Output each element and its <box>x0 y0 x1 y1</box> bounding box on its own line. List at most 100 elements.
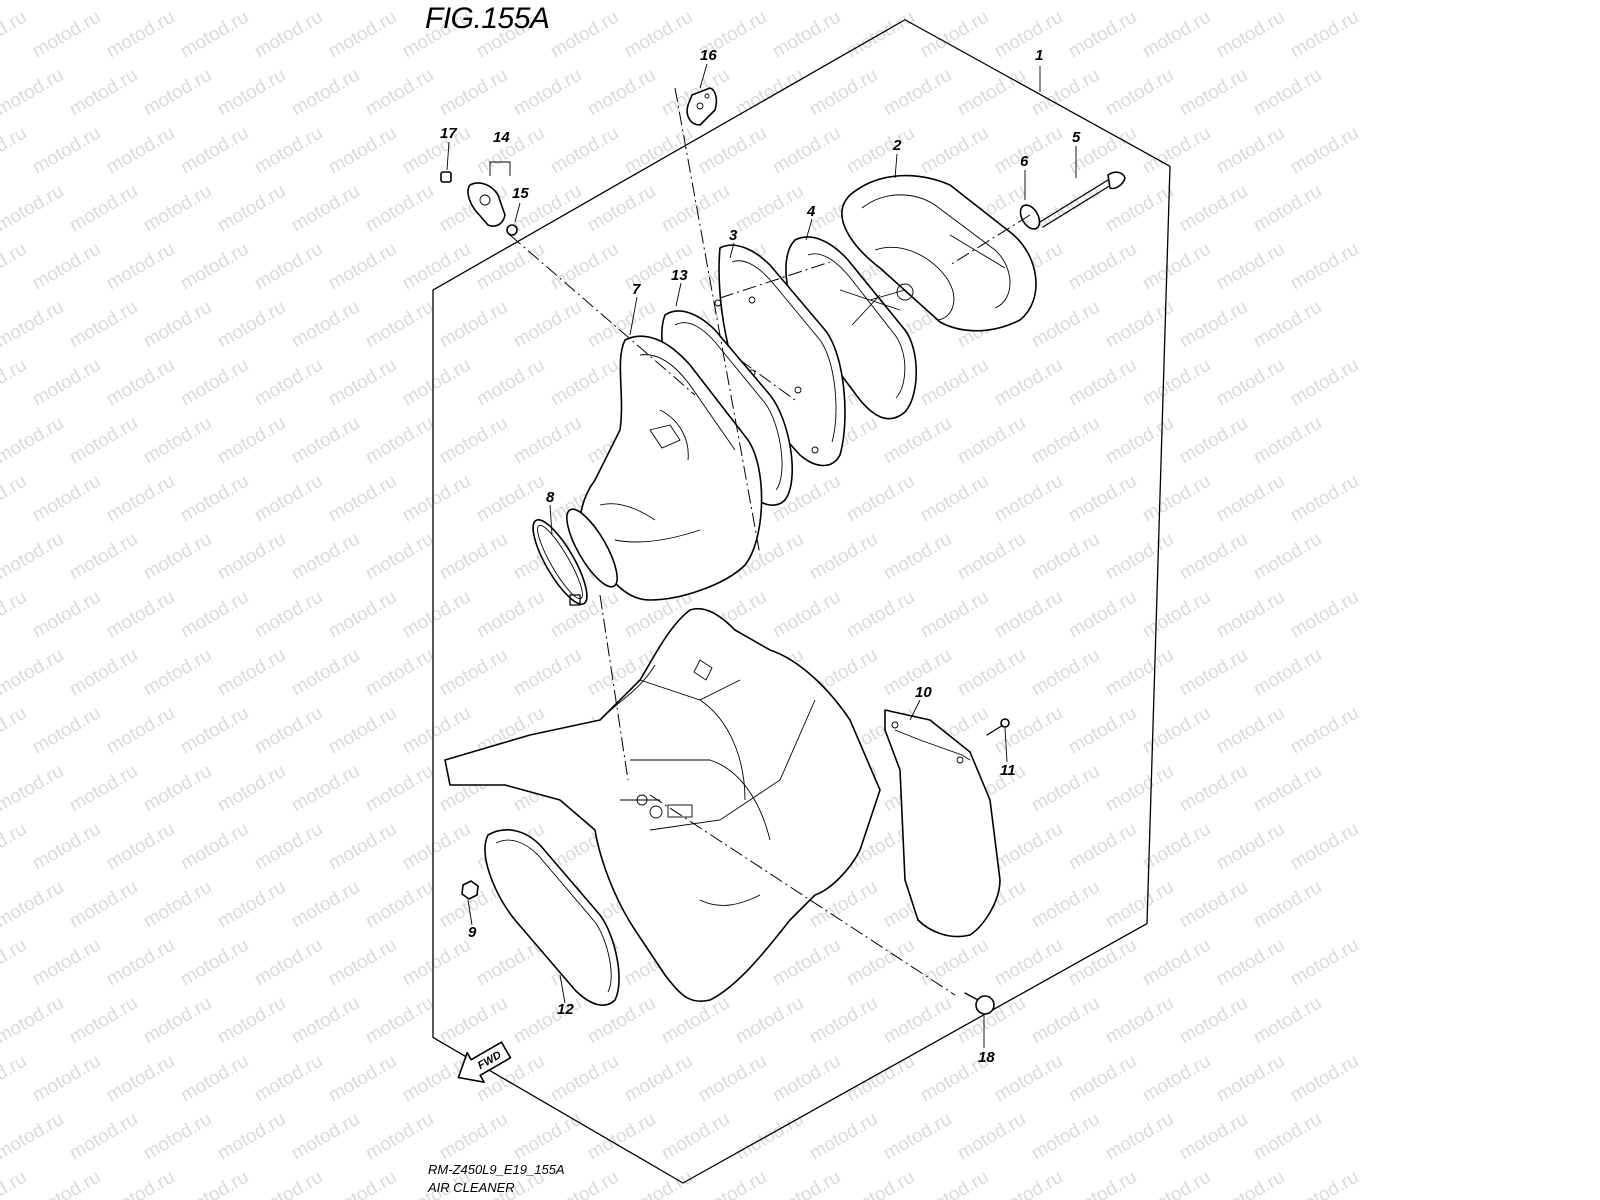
watermark-text: motod.ru <box>214 529 289 585</box>
hose-clamp <box>532 508 618 606</box>
watermark-text: motod.ru <box>103 935 178 991</box>
callout-8: 8 <box>546 489 555 506</box>
watermark-text: motod.ru <box>399 123 474 179</box>
watermark-text: motod.ru <box>1028 413 1103 469</box>
watermark-text: motod.ru <box>436 993 511 1049</box>
watermark-text: motod.ru <box>29 935 104 991</box>
watermark-text: motod.ru <box>0 1167 30 1200</box>
watermark-text: motod.ru <box>1139 7 1214 63</box>
watermark-text: motod.ru <box>1250 65 1325 121</box>
watermark-text: motod.ru <box>917 7 992 63</box>
watermark-text: motod.ru <box>991 1051 1066 1107</box>
watermark-text: motod.ru <box>1287 1051 1362 1107</box>
watermark-text: motod.ru <box>991 1167 1066 1200</box>
watermark-text: motod.ru <box>362 65 437 121</box>
watermark-text: motod.ru <box>1065 471 1140 527</box>
watermark-text: motod.ru <box>954 529 1029 585</box>
watermark-layer: motod.rumotod.rumotod.rumotod.rumotod.ru… <box>0 0 1362 1200</box>
watermark-text: motod.ru <box>0 65 67 121</box>
watermark-text: motod.ru <box>1176 761 1251 817</box>
watermark-text: motod.ru <box>510 65 585 121</box>
watermark-text: motod.ru <box>177 123 252 179</box>
watermark-text: motod.ru <box>695 1051 770 1107</box>
watermark-text: motod.ru <box>1102 413 1177 469</box>
watermark-text: motod.ru <box>0 239 30 295</box>
watermark-text: motod.ru <box>0 761 67 817</box>
watermark-text: motod.ru <box>29 7 104 63</box>
watermark-text: motod.ru <box>29 355 104 411</box>
air-cleaner-box <box>444 608 881 1002</box>
watermark-text: motod.ru <box>140 65 215 121</box>
watermark-text: motod.ru <box>1176 0 1251 4</box>
watermark-text: motod.ru <box>806 0 881 4</box>
watermark-text: motod.ru <box>991 587 1066 643</box>
watermark-text: motod.ru <box>362 529 437 585</box>
hardware <box>440 87 1126 1015</box>
watermark-text: motod.ru <box>843 471 918 527</box>
watermark-text: motod.ru <box>732 0 807 4</box>
watermark-text: motod.ru <box>177 587 252 643</box>
watermark-text: motod.ru <box>1287 471 1362 527</box>
watermark-text: motod.ru <box>362 181 437 237</box>
callout-labels: 1 2 3 4 5 6 7 8 9 10 11 12 13 14 15 16 1… <box>440 47 1081 1066</box>
watermark-text: motod.ru <box>1213 1167 1288 1200</box>
watermark-text: motod.ru <box>1028 993 1103 1049</box>
watermark-text: motod.ru <box>103 587 178 643</box>
watermark-text: motod.ru <box>695 123 770 179</box>
watermark-text: motod.ru <box>917 1167 992 1200</box>
watermark-text: motod.ru <box>1139 935 1214 991</box>
watermark-text: motod.ru <box>103 7 178 63</box>
watermark-text: motod.ru <box>362 297 437 353</box>
watermark-text: motod.ru <box>695 1167 770 1200</box>
watermark-text: motod.ru <box>0 877 67 933</box>
watermark-text: motod.ru <box>0 7 30 63</box>
watermark-text: motod.ru <box>584 65 659 121</box>
watermark-text: motod.ru <box>251 587 326 643</box>
watermark-text: motod.ru <box>177 1051 252 1107</box>
watermark-text: motod.ru <box>214 1109 289 1165</box>
watermark-text: motod.ru <box>214 65 289 121</box>
watermark-text: motod.ru <box>1176 297 1251 353</box>
watermark-text: motod.ru <box>954 645 1029 701</box>
watermark-text: motod.ru <box>1065 239 1140 295</box>
watermark-text: motod.ru <box>1102 1109 1177 1165</box>
watermark-text: motod.ru <box>1213 819 1288 875</box>
watermark-text: motod.ru <box>325 1167 400 1200</box>
callout-9: 9 <box>468 924 477 941</box>
watermark-text: motod.ru <box>843 7 918 63</box>
watermark-text: motod.ru <box>436 65 511 121</box>
watermark-text: motod.ru <box>214 645 289 701</box>
watermark-text: motod.ru <box>1176 529 1251 585</box>
watermark-text: motod.ru <box>288 645 363 701</box>
watermark-text: motod.ru <box>1250 297 1325 353</box>
watermark-text: motod.ru <box>325 123 400 179</box>
watermark-text: motod.ru <box>1213 239 1288 295</box>
watermark-text: motod.ru <box>0 819 30 875</box>
watermark-text: motod.ru <box>214 761 289 817</box>
watermark-text: motod.ru <box>288 1109 363 1165</box>
watermark-text: motod.ru <box>1250 761 1325 817</box>
callout-2: 2 <box>892 137 902 154</box>
watermark-text: motod.ru <box>177 819 252 875</box>
watermark-text: motod.ru <box>399 703 474 759</box>
watermark-text: motod.ru <box>214 181 289 237</box>
watermark-text: motod.ru <box>991 935 1066 991</box>
assembly-lines <box>509 87 1031 996</box>
watermark-text: motod.ru <box>1250 877 1325 933</box>
watermark-text: motod.ru <box>843 587 918 643</box>
watermark-text: motod.ru <box>1139 239 1214 295</box>
watermark-text: motod.ru <box>843 935 918 991</box>
watermark-text: motod.ru <box>473 471 548 527</box>
watermark-text: motod.ru <box>66 413 141 469</box>
watermark-text: motod.ru <box>880 993 955 1049</box>
watermark-text: motod.ru <box>1287 935 1362 991</box>
watermark-text: motod.ru <box>547 239 622 295</box>
watermark-text: motod.ru <box>584 1109 659 1165</box>
watermark-text: motod.ru <box>954 1109 1029 1165</box>
watermark-text: motod.ru <box>510 645 585 701</box>
watermark-text: motod.ru <box>251 355 326 411</box>
watermark-text: motod.ru <box>917 471 992 527</box>
watermark-text: motod.ru <box>177 935 252 991</box>
watermark-text: motod.ru <box>29 819 104 875</box>
watermark-text: motod.ru <box>769 1167 844 1200</box>
